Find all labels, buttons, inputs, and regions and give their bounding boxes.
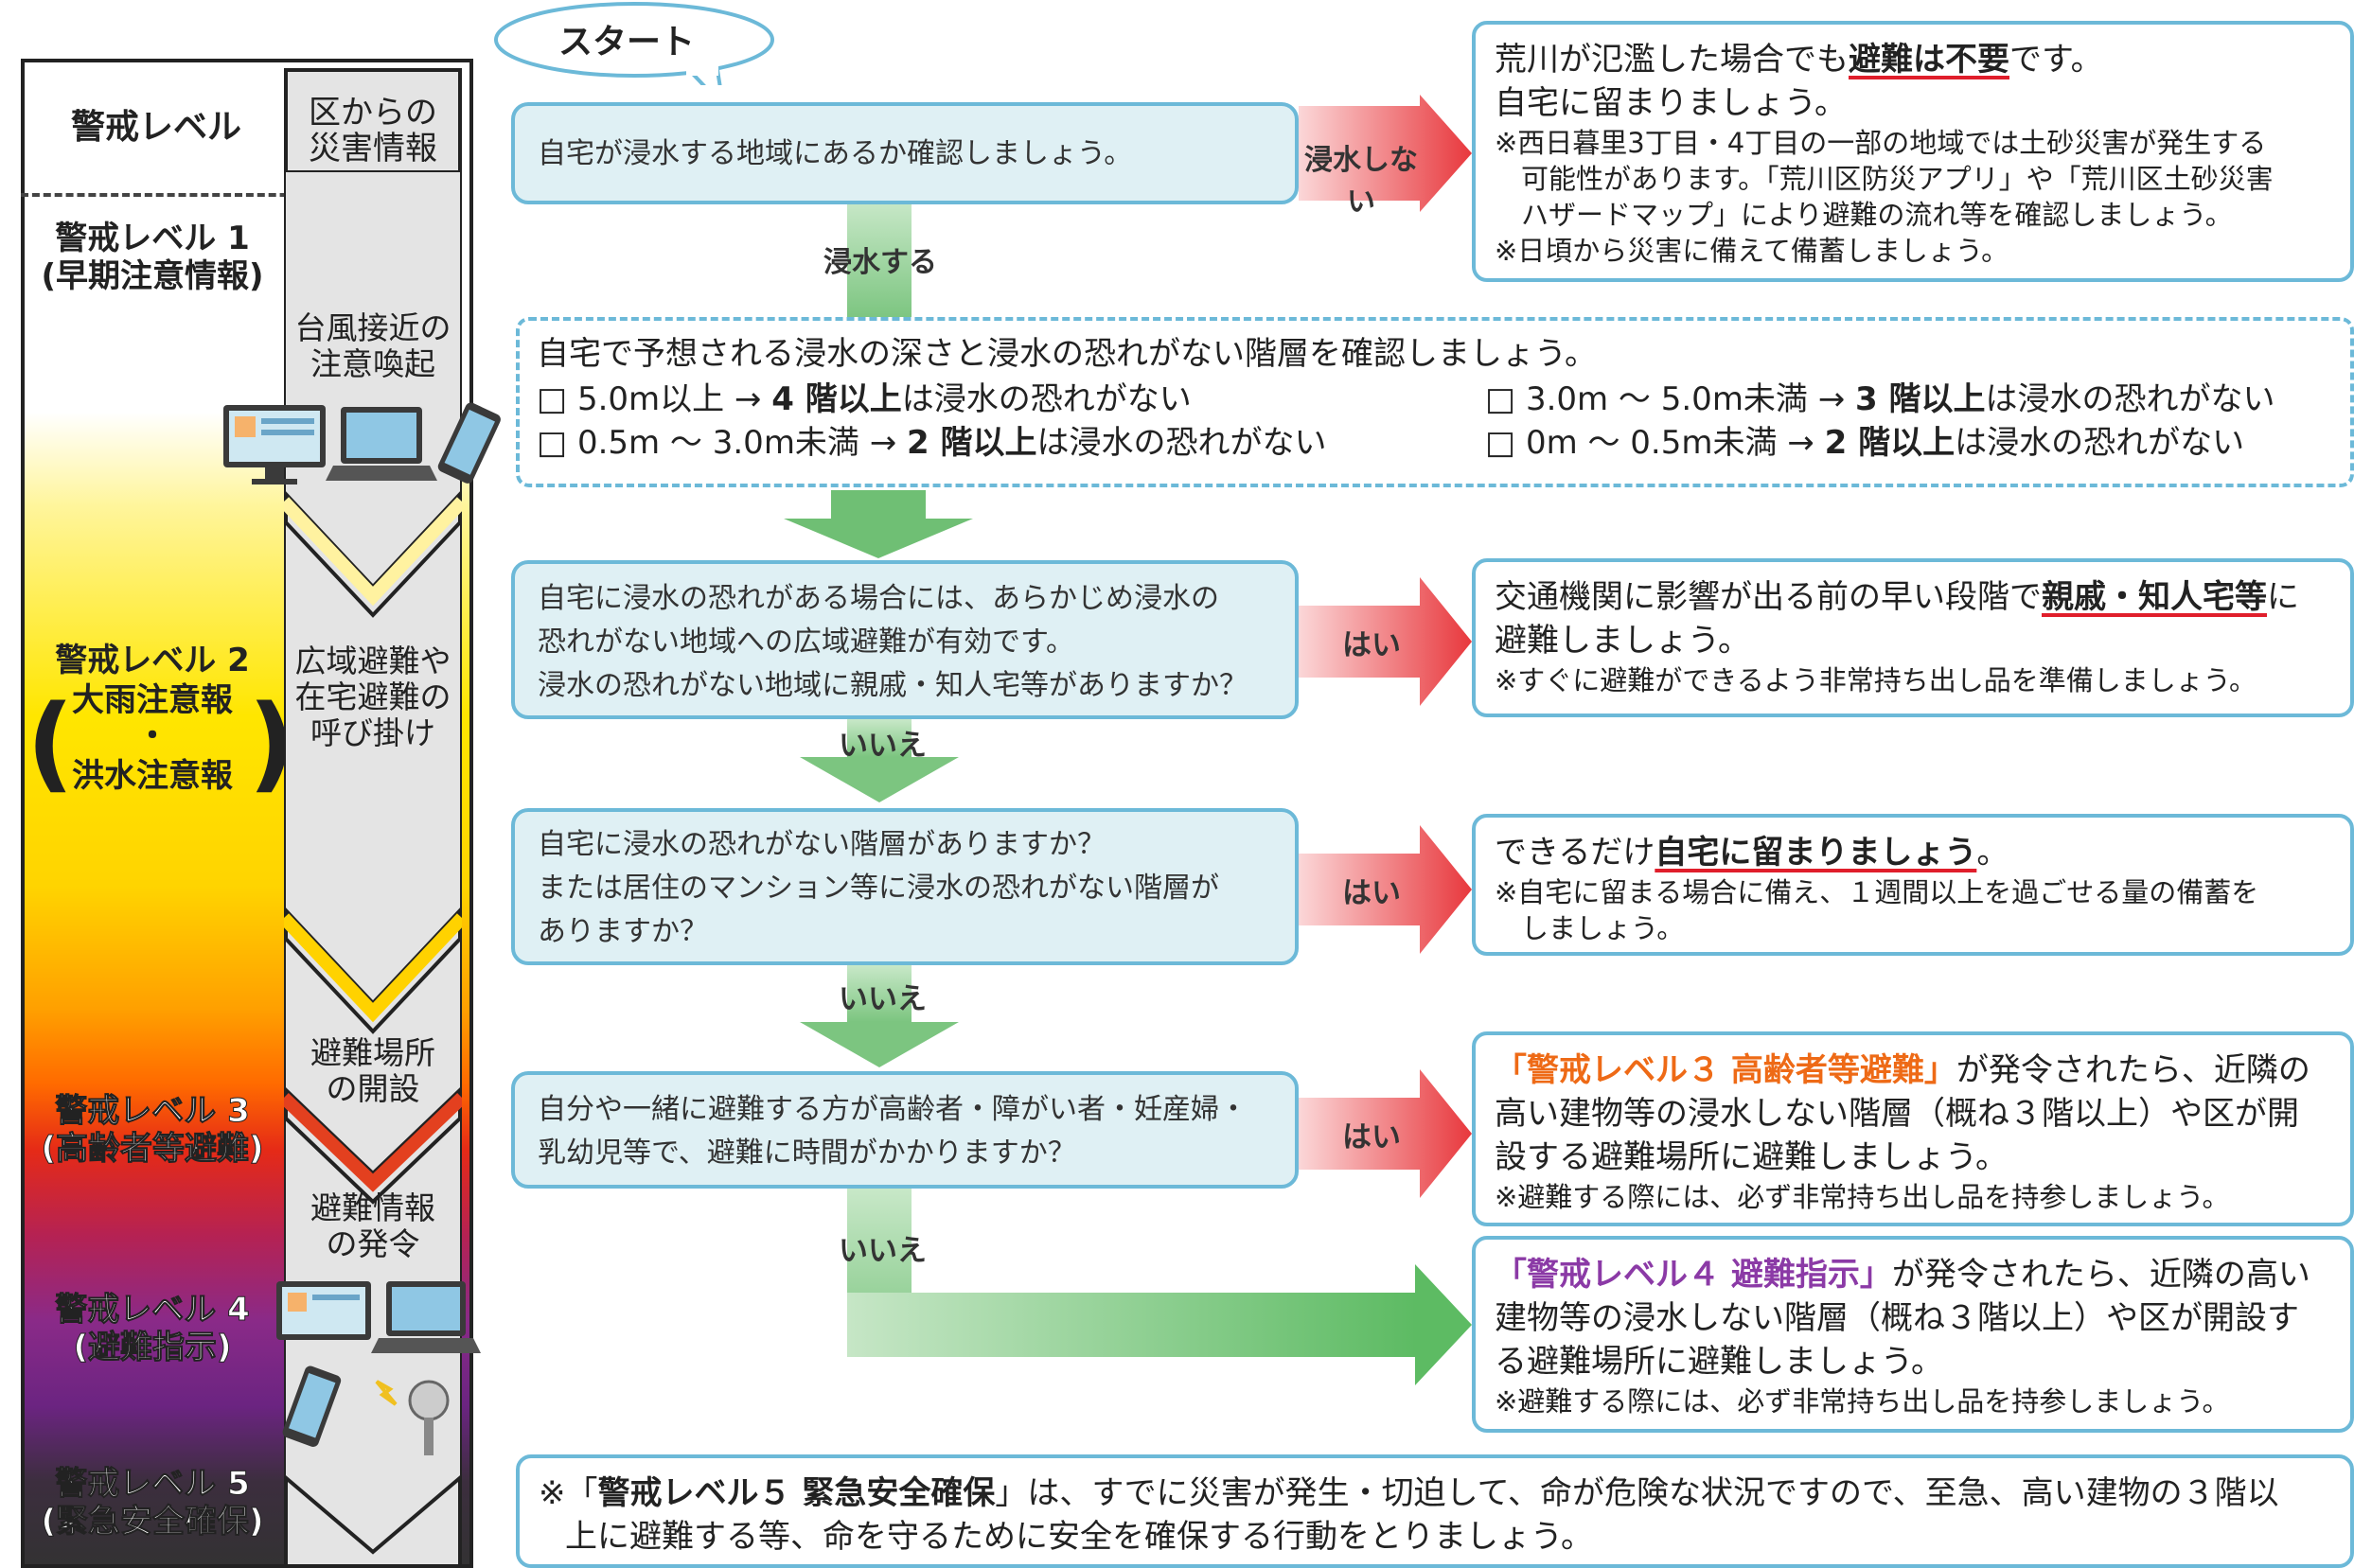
level-1-subtitle: (早期注意情報) (41, 257, 264, 295)
level-2-title: 警戒レベル 2 (55, 642, 250, 679)
depth-check-title: 自宅で予想される浸水の深さと浸水の恐れがない階層を確認しましょう。 (537, 335, 1597, 373)
q3-line3: ありますか？ (538, 915, 708, 948)
q2-line3: 浸水の恐れがない地域に親戚・知人宅等がありますか？ (538, 669, 1248, 702)
q3-line1: 自宅に浸水の恐れがない階層がありますか？ (538, 828, 1106, 861)
a4-note: ※避難する際には、必ず非常持ち出し品を持参しましょう。 (1495, 1181, 2230, 1213)
a5-level4-box: 「警戒レベル４ 避難指示」が発令されたら、近隣の高い 建物等の浸水しない階層（概… (1472, 1236, 2354, 1433)
depth-item-4: □ 0m ～ 0.5m未満 → 2 階以上は浸水の恐れがない (1485, 424, 2245, 462)
final-line1: ※「警戒レベル５ 緊急安全確保」は、すでに災害が発生・切迫して、命が危険な状況で… (539, 1474, 2279, 1512)
ward-info-typhoon: 台風接近の 注意喚起 (294, 309, 451, 382)
devices-and-siren-icon (276, 1281, 481, 1455)
q3-yes-label: はい (1342, 876, 1401, 910)
q2-no-label: いいえ (839, 729, 927, 763)
flood-depth-check-box: 自宅で予想される浸水の深さと浸水の恐れがない階層を確認しましょう。 □ 5.0m… (516, 317, 2354, 487)
flooded-label: 浸水する (823, 246, 937, 279)
a1-line1: 荒川が氾濫した場合でも避難は不要です。 (1495, 41, 2103, 79)
a3-note2: しましょう。 (1521, 912, 1685, 944)
level-column-header: 警戒レベル (70, 108, 241, 147)
q4-no-label: いいえ (839, 1234, 927, 1268)
a4-line2: 高い建物等の浸水しない階層（概ね３階以上）や区が開 (1495, 1095, 2299, 1133)
level-5-title: 警戒レベル 5 (55, 1465, 251, 1504)
not-flooded-label: 浸水しない (1304, 144, 1418, 219)
level-4-title: 警戒レベル 4 (55, 1291, 251, 1330)
a1-note3: ハザードマップ」により避難の流れ等を確認しましょう。 (1521, 199, 2233, 231)
q2-line1: 自宅に浸水の恐れがある場合には、あらかじめ浸水の (538, 582, 1219, 615)
q4-yes-label: はい (1342, 1120, 1401, 1154)
depth-item-2: □ 3.0m ～ 5.0m未満 → 3 階以上は浸水の恐れがない (1485, 380, 2275, 418)
a2-line2: 避難しましょう。 (1495, 622, 1750, 660)
q2-yes-label: はい (1342, 628, 1401, 662)
q2-box: 自宅に浸水の恐れがある場合には、あらかじめ浸水の 恐れがない地域への広域避難が有… (511, 560, 1299, 719)
a4-level3-box: 「警戒レベル３ 高齢者等避難」が発令されたら、近隣の 高い建物等の浸水しない階層… (1472, 1031, 2354, 1226)
q3-box: 自宅に浸水の恐れがない階層がありますか？ または居住のマンション等に浸水の恐れが… (511, 808, 1299, 965)
a2-relatives-box: 交通機関に影響が出る前の早い段階で親戚・知人宅等に 避難しましょう。 ※すぐに避… (1472, 558, 2354, 717)
a5-line2: 建物等の浸水しない階層（概ね３階以上）や区が開設す (1495, 1299, 2299, 1337)
a1-note4: ※日頃から災害に備えて備蓄しましょう。 (1495, 235, 2009, 267)
level-2-sub2: 洪水注意報 (72, 757, 233, 795)
ward-info-evacuation-call: 広域避難や 在宅避難の 呼び掛け (294, 643, 451, 751)
level-2-sub1: 大雨注意報 (72, 681, 233, 719)
level-1-title: 警戒レベル 1 (55, 220, 250, 257)
a5-note: ※避難する際には、必ず非常持ち出し品を持参しましょう。 (1495, 1385, 2230, 1418)
q1-box: 自宅が浸水する地域にあるか確認しましょう。 (511, 102, 1299, 204)
q3-no-label: いいえ (839, 982, 927, 1016)
a1-note2: 可能性があります。「荒川区防災アプリ」や「荒川区土砂災害 (1521, 163, 2274, 195)
start-label: スタート (558, 23, 696, 62)
ward-info-shelter-open: 避難場所 の開設 (310, 1034, 435, 1107)
ward-info-column-header: 区からの 災害情報 (309, 94, 437, 167)
ward-info-chevrons (284, 170, 462, 1555)
a2-note: ※すぐに避難ができるよう非常持ち出し品を準備しましょう。 (1495, 664, 2257, 696)
level-2-dot: ・ (136, 717, 168, 755)
q4-box: 自分や一緒に避難する方が高齢者・障がい者・妊産婦・ 乳幼児等で、避難に時間がかか… (511, 1071, 1299, 1189)
depth-item-1: □ 5.0m以上 → 4 階以上は浸水の恐れがない (537, 380, 1192, 418)
level-2-left-paren: ( (27, 682, 75, 803)
a4-line1: 「警戒レベル３ 高齢者等避難」が発令されたら、近隣の (1495, 1051, 2310, 1089)
q4-line2: 乳幼児等で、避難に時間がかかりますか？ (538, 1136, 1076, 1170)
a3-stay-home-box: できるだけ自宅に留まりましょう。 ※自宅に留まる場合に備え、１週間以上を過ごせる… (1472, 814, 2354, 956)
level-3-title: 警戒レベル 3 (55, 1092, 251, 1131)
level-4-subtitle: (避難指示) (73, 1329, 232, 1367)
level-3-subtitle: (高齢者等避難) (41, 1130, 264, 1169)
a1-no-evacuation-box: 荒川が氾濫した場合でも避難は不要です。 自宅に留まりましょう。 ※西日暮里3丁目… (1472, 21, 2354, 282)
level-header-divider (21, 193, 456, 197)
ward-info-evacuation-order: 避難情報 の発令 (310, 1189, 435, 1262)
a4-line3: 設する避難場所に避難しましょう。 (1495, 1138, 2008, 1176)
q1-text: 自宅が浸水する地域にあるか確認しましょう。 (538, 137, 1133, 170)
depth-item-3: □ 0.5m ～ 3.0m未満 → 2 階以上は浸水の恐れがない (537, 424, 1327, 462)
a5-line3: る避難場所に避難しましょう。 (1495, 1343, 1943, 1381)
q4-line1: 自分や一緒に避難する方が高齢者・障がい者・妊産婦・ (538, 1093, 1248, 1126)
a3-line1: できるだけ自宅に留まりましょう。 (1495, 834, 2009, 872)
level5-final-note: ※「警戒レベル５ 緊急安全確保」は、すでに災害が発生・切迫して、命が危険な状況で… (516, 1454, 2354, 1568)
devices-icon (223, 402, 501, 484)
final-line2: 上に避難する等、命を守るために安全を確保する行動をとりましょう。 (565, 1518, 1593, 1556)
q3-line2: または居住のマンション等に浸水の恐れがない階層が (538, 872, 1219, 905)
a2-line1: 交通機関に影響が出る前の早い段階で親戚・知人宅等に (1495, 578, 2299, 616)
start-speech-bubble (494, 2, 774, 85)
a1-line2: 自宅に留まりましょう。 (1495, 84, 1847, 122)
q2-line2: 恐れがない地域への広域避難が有効です。 (538, 625, 1074, 659)
a3-note1: ※自宅に留まる場合に備え、１週間以上を過ごせる量の備蓄を (1495, 876, 2259, 908)
a1-note1: ※西日暮里3丁目・4丁目の一部の地域では土砂災害が発生する (1495, 127, 2267, 159)
a5-line1: 「警戒レベル４ 避難指示」が発令されたら、近隣の高い (1495, 1256, 2310, 1294)
level-5-subtitle: (緊急安全確保) (41, 1503, 264, 1542)
